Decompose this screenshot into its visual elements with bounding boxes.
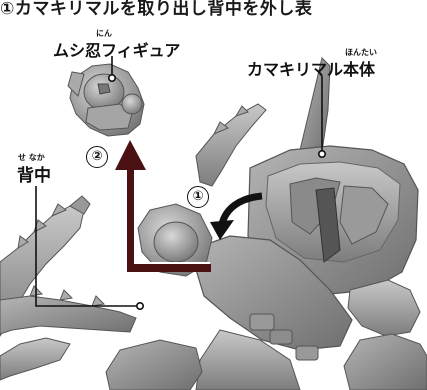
back-part — [0, 195, 137, 381]
figure-label: ムシ忍フィギュア — [53, 41, 181, 60]
rotate-arrow — [218, 192, 263, 226]
kamakirimaru-body — [105, 57, 427, 390]
body-label: カマキリマル本体 — [247, 60, 376, 79]
rotate-arrow-head — [210, 220, 234, 240]
figure-ruby: にん — [96, 29, 112, 38]
mushi-nin-figure — [67, 63, 145, 137]
back-ruby: せ なか — [18, 153, 45, 162]
step-1-number: ① — [187, 186, 209, 208]
step-2-number: ② — [86, 146, 108, 168]
leader-lines — [35, 56, 326, 310]
lift-arrow — [115, 140, 211, 272]
back-label: 背中 — [17, 166, 51, 186]
top-caption: ①カマキリマルを取り出し背中を外し表 — [0, 0, 313, 16]
body-ruby: ほんたい — [345, 48, 377, 57]
